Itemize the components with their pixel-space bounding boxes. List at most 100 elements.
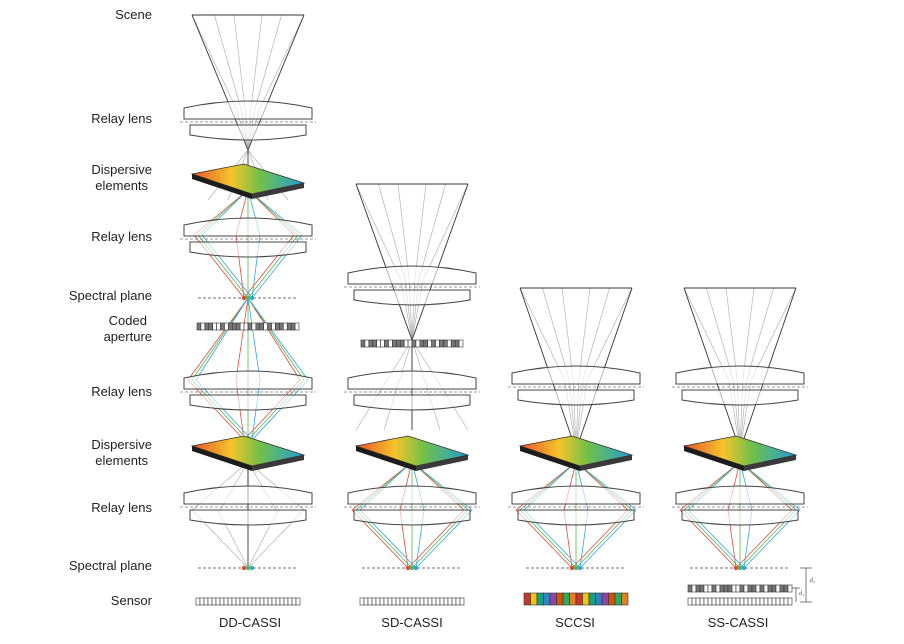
dd-sensor-cell [263,597,269,606]
sd-sensor-cell [403,597,409,606]
ss-spot-green [737,565,743,571]
ss-coded-aperture-cell [711,584,717,593]
ss-coded-aperture-cell [731,584,737,593]
dd-spot-2-red [241,565,247,571]
dd-coded-aperture-cell [255,322,261,331]
dd-color-ray-b [235,297,249,441]
dd-sensor-cell [291,597,297,606]
ss-coded-aperture-cell [751,584,757,593]
sd-coded-aperture-cell [458,339,464,348]
sd-sensor-cell [367,597,373,606]
sd-relay-lens-3-lower-element [353,509,471,526]
dd-coded-aperture-cell [232,322,237,331]
sd-sensor-cell [383,597,389,606]
ss-coded-aperture-cell [779,584,785,593]
ss-sensor-cell [739,597,745,606]
sd-spot-red [405,565,411,571]
sd-relay-lens-1 [344,265,480,306]
sd-sensor-cell [371,597,377,606]
sd-sensor-cell [427,597,433,606]
sd-coded-aperture-cell [447,339,452,348]
sd-relay-lens-2-lower-element [353,394,471,411]
ss-sensor-cell [767,597,773,606]
dd-sensor-cell [195,597,201,606]
sc-prism-front-face [520,446,580,471]
sd-sensor-cell [399,597,405,606]
ss-color-ray [679,461,741,569]
label-relay-lens-1: Relay lens [91,111,152,126]
sc-sensor-cell [569,592,577,606]
sd-sensor-cell [451,597,457,606]
sd-relay-lens-3 [344,485,480,526]
ss-sensor [687,597,793,606]
sd-sensor-cell [431,597,437,606]
dd-sensor-cell [239,597,245,606]
dd-coded-aperture-cell [212,322,217,331]
sd-sensor-cell [435,597,441,606]
ss-coded-aperture-cell [715,584,721,593]
ss-coded-aperture-cell [775,584,781,593]
ss-prism-side-face [744,455,796,471]
dd-relay-lens-2 [180,217,316,258]
ss-relay-lens-1 [672,365,808,406]
sd-coded-aperture-cell [443,339,448,348]
dd-prism-2-front-face [192,446,252,471]
dd-spot-1-red [241,295,247,301]
sd-coded-aperture-cell [388,339,393,348]
dd-sensor-cell [255,597,261,606]
dd-color-ray-b [191,297,249,441]
dd-coded-aperture-cell [216,322,221,331]
sd-sensor-cell [439,597,445,606]
sd-sensor-cell [447,597,453,606]
ss-coded-aperture-cell [767,584,773,593]
dd-coded-aperture-cell [235,322,241,331]
dd-relay-lens-1 [180,100,316,141]
ss-sensor-cell [723,597,729,606]
sc-spot-green [573,565,579,571]
label-sensor: Sensor [110,593,152,608]
sd-coded-aperture-cell [396,339,401,348]
sc-sensor [523,592,629,606]
sd-coded-aperture-cell [415,339,421,348]
dd-sensor-cell [275,597,281,606]
ss-relay-lens-2-upper-element [675,485,805,505]
ss-sensor-cell [699,597,705,606]
sd-spot-green [409,565,415,571]
sd-relay-lens-2-upper-element [347,370,477,390]
dd-coded-aperture-cell [196,322,202,331]
label-dispersive-2-line2: elements [95,453,149,468]
ss-relay-lens-2 [672,485,808,526]
sc-sensor-cell [562,592,570,606]
ss-sensor-cell [715,597,721,606]
dd-relay-lens-3-upper-element [183,370,313,390]
sd-sensor-cell [395,597,401,606]
sc-prism [518,435,634,471]
ss-sensor-cell [687,597,693,606]
ss-coded-aperture-cell [759,584,765,593]
label-relay-lens-4: Relay lens [91,500,152,515]
sc-prism-side-face [580,455,632,471]
sd-sensor [359,597,465,606]
sd-prism [354,435,470,471]
label-relay-lens-3: Relay lens [91,384,152,399]
dd-coded-aperture-cell [263,322,268,331]
ray-layer [187,14,801,569]
sc-sensor-cell [530,592,538,606]
ss-prism [682,435,798,471]
ss-sensor-cell [695,597,701,606]
ss-spot-red [733,565,739,571]
dd-coded-aperture-cell [220,322,225,331]
dd-relay-lens-4-lower-element [189,509,307,526]
ss-coded-aperture-cell [787,584,793,593]
ss-coded-aperture-cell [783,584,789,593]
sd-sensor-cell [391,597,397,606]
ss-sensor-cell [771,597,777,606]
dd-coded-aperture-cell [239,322,245,331]
ss-sensor-cell [703,597,709,606]
dd-sensor-cell [283,597,289,606]
dd-coded-aperture-cell [208,322,213,331]
label-dispersive-1: Dispersive elements [91,162,152,194]
ss-sensor-cell [763,597,769,606]
sc-relay-lens-1-lower-element [517,389,635,406]
dd-coded-aperture-cell [283,322,288,331]
